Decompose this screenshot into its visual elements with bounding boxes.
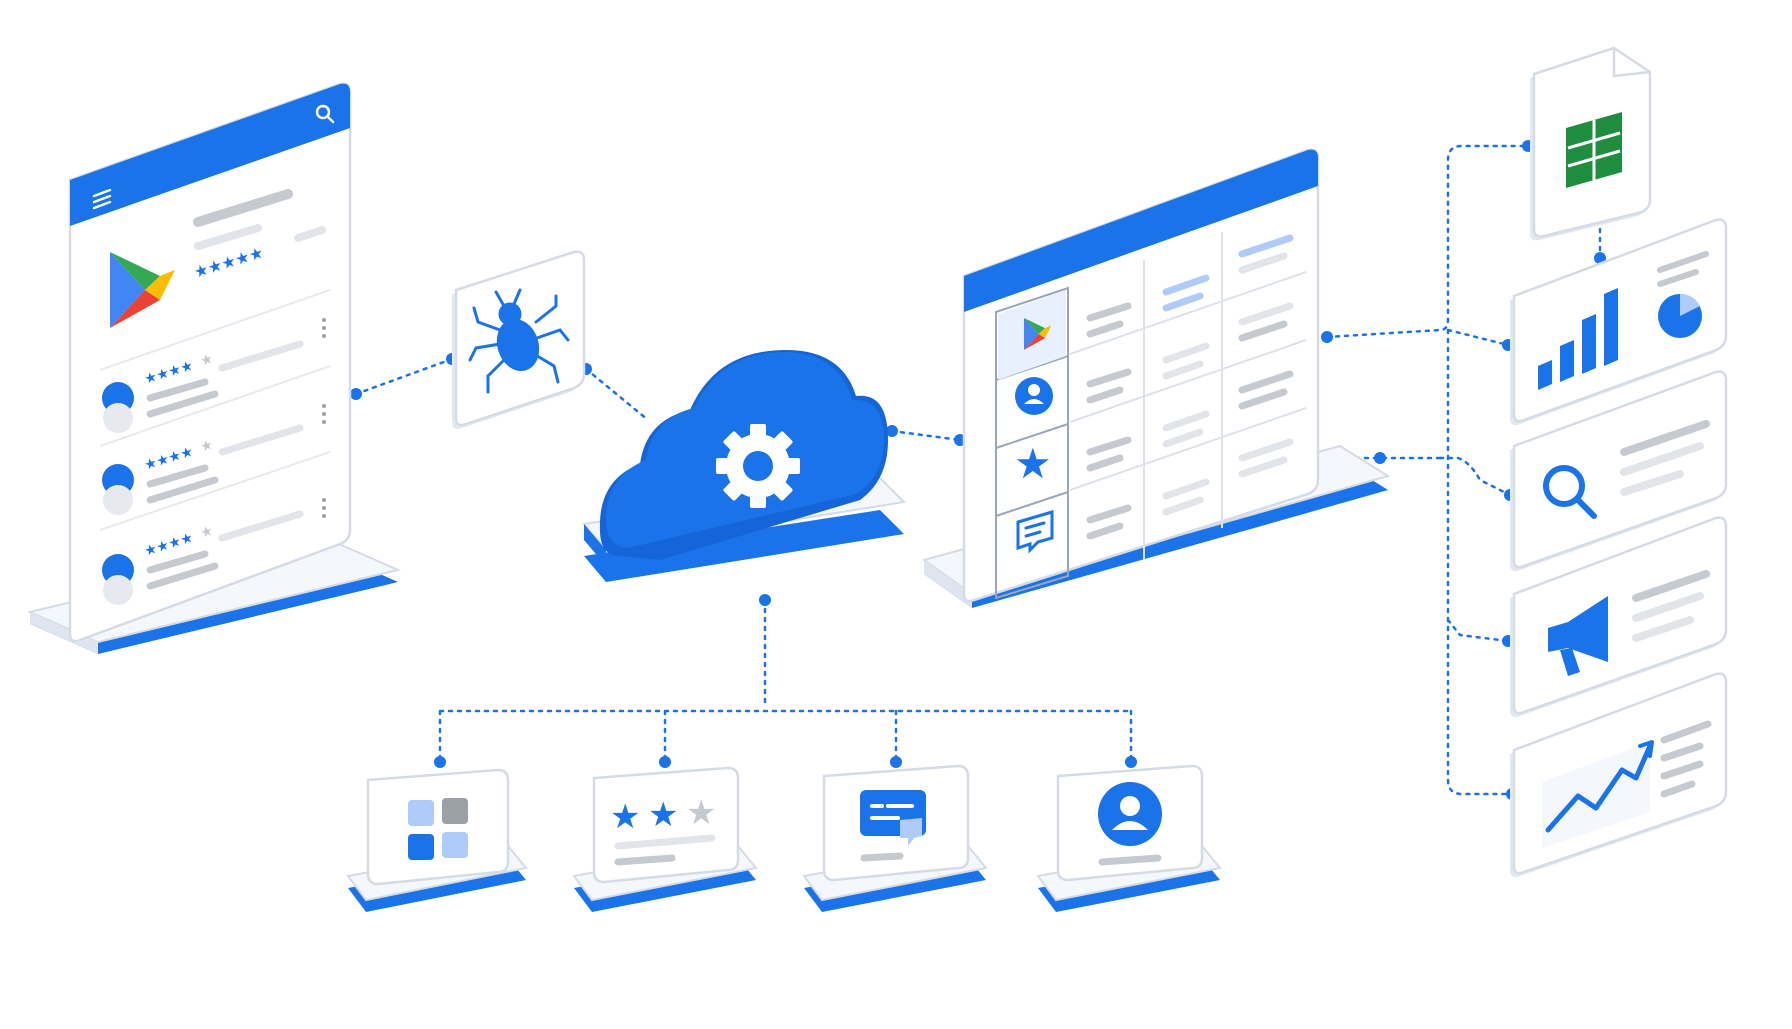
dashboard-grid [1069,232,1307,560]
gear-icon [716,424,800,508]
dashboard-board: ★ [962,148,1320,603]
connectors [354,144,1602,796]
processor-node [582,350,907,582]
connector-app-to-crawler [354,357,454,396]
pie-chart-icon [1658,293,1702,338]
search-icon[interactable] [315,104,335,124]
svg-text:★: ★ [198,522,215,541]
crawler-node [452,250,586,430]
svg-text:★: ★ [198,350,215,369]
category-rating: ★ ★ ★ [572,766,758,912]
line-chart-icon [1545,740,1654,833]
dashboard-cells [1086,234,1294,540]
connector-dashboard-to-outputs [1325,144,1602,796]
chat-bubble-icon [1016,509,1054,554]
connector-crawler-to-cloud [584,367,650,422]
grid-category-icon [408,798,468,860]
spreadsheet-icon [1566,112,1622,188]
user-profile-icon [1098,782,1162,846]
bug-icon [468,288,570,394]
connector-cloud-to-dashboard [890,429,962,442]
play-store-logo [1024,318,1052,350]
megaphone-icon [1548,596,1608,676]
more-vert-icon[interactable] [322,318,326,338]
star-icon: ★ [1014,440,1052,487]
search-icon [1543,465,1597,519]
category-messages [802,764,988,912]
store-app-screen: ★★★★★ ★★★★ ★ [68,82,352,643]
bar-chart-icon [1538,288,1618,390]
star-rating-icon: ★ ★ ★ [610,794,716,836]
svg-text:★: ★ [686,794,716,832]
review-row: ★★★★ ★ [99,365,331,515]
category-grid [346,768,528,912]
svg-text:★: ★ [610,798,640,836]
output-trend [1510,672,1728,878]
category-users [1036,764,1222,912]
svg-text:★: ★ [648,796,678,834]
user-icon [1015,377,1053,415]
more-vert-icon[interactable] [322,498,326,518]
output-cards [1510,46,1728,878]
cloud-gear-icon [599,350,888,560]
more-vert-icon[interactable] [322,404,326,424]
output-bar-chart [1510,218,1728,426]
review-list: ★★★★ ★ ★★★★ ★ [99,289,331,605]
connector-cloud-to-categories [438,598,1133,764]
output-spreadsheet [1530,46,1652,241]
output-search [1510,370,1728,572]
app-title-skeleton [193,189,326,250]
category-cards: ★ ★ ★ [346,764,1222,912]
output-announcement [1510,516,1728,718]
play-store-logo [110,252,175,328]
svg-text:★: ★ [198,436,215,455]
dashboard-node: ★ [921,148,1391,608]
store-app-node: ★★★★★ ★★★★ ★ [26,82,402,654]
chat-message-icon [860,790,926,846]
menu-icon[interactable] [92,188,112,210]
